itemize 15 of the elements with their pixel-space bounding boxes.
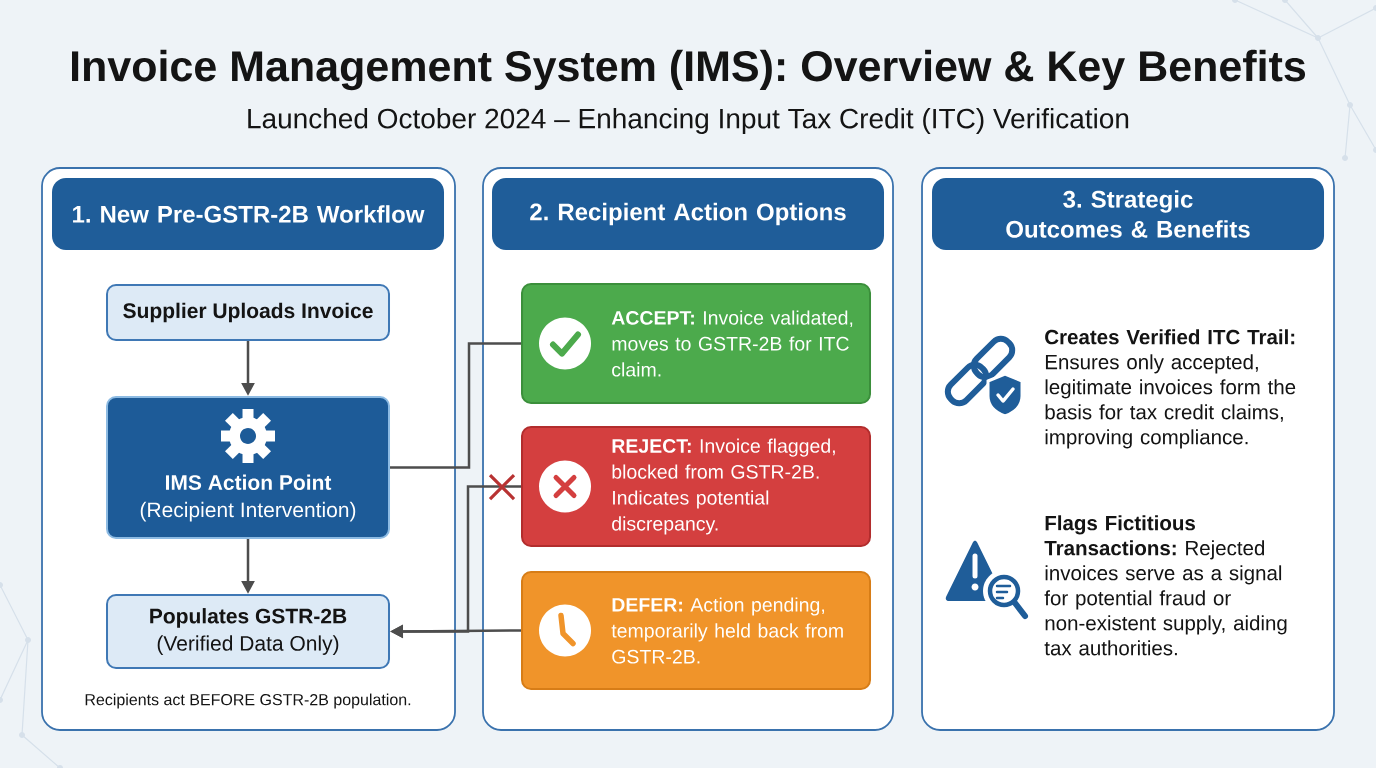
connector (390, 342, 521, 469)
footnote: Recipients act BEFORE GSTR-2B population. (85, 693, 411, 709)
option-card: REJECT: Invoice flagged, blocked from GSTR-2B. Indicates potential discrepancy. (521, 426, 871, 547)
heading-band: 1. New Pre-GSTR-2B Workflow (52, 178, 444, 250)
process-box: Supplier Uploads Invoice (106, 284, 390, 341)
subtitle: Launched October 2024 – Enhancing Input Tax Credit (ITC) Verification (248, 107, 1129, 135)
heading-band: 2. Recipient Action Options (492, 178, 884, 250)
process-box: Populates GSTR-2B (Verified Data Only) (106, 594, 390, 669)
action-box: IMS Action Point (Recipient Intervention) (106, 396, 390, 539)
option-card: DEFER: Action pending, temporarily held back from GSTR-2B. (521, 571, 871, 690)
benefit-text: Creates Verified ITC Trail: Ensures only accepted, legitimate invoices form the basis for tax credit claims, improving compliance. (1045, 329, 1296, 449)
heading-band: 3. Strategic Outcomes & Benefits (932, 178, 1324, 250)
title: Invoice Management System (IMS): Overview & Key Benefits (72, 49, 1306, 91)
option-card: ACCEPT: Invoice validated, moves to GSTR-2B for ITC claim. (521, 283, 871, 404)
benefit-text: Flags Fictitious Transactions: Rejected invoices serve as a signal for potential fraud or non-existent supply, aiding tax authorities. (1044, 515, 1287, 656)
